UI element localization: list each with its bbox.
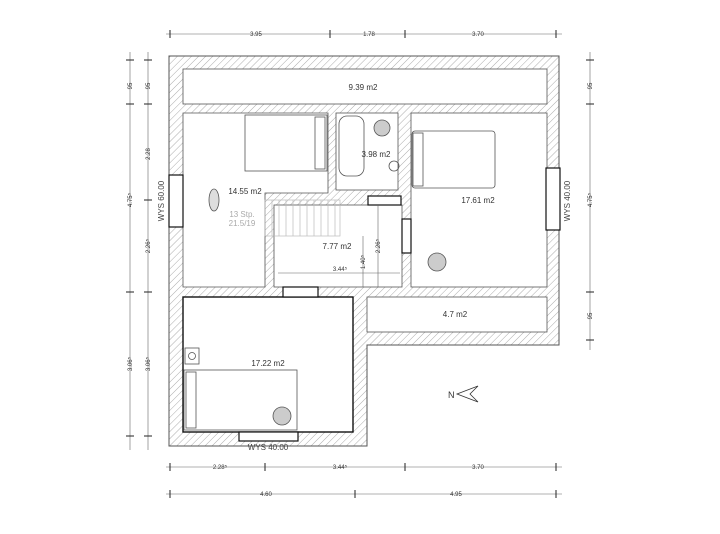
room-area-bathroom: 3.98 m2: [362, 150, 391, 159]
dim-hall-depth: 1.40⁵: [360, 254, 367, 269]
door: [282, 286, 319, 298]
dim-bottom-outer-2: 4.95: [450, 492, 462, 498]
dim-left-inner-4: 3.06⁵: [145, 356, 152, 371]
chair: [208, 188, 220, 212]
room-area-attic: 9.39 m2: [349, 83, 378, 92]
dim-bottom-inner-3: 3.70: [472, 465, 484, 471]
dim-left-inner-1: 95: [146, 82, 152, 89]
window-bottom-label: WYS 40.00: [248, 443, 289, 452]
room-area-storage: 4.7 m2: [443, 310, 468, 319]
stairs-steps: 13 Stp.: [229, 210, 254, 219]
dim-right-3: 95: [588, 312, 594, 319]
dim-left-inner-3: 2.26⁵: [145, 238, 152, 253]
window-left: [168, 174, 184, 228]
dim-left-outer-3: 3.06⁵: [127, 356, 134, 371]
door: [401, 218, 412, 254]
dim-top-2: 1.78: [363, 32, 375, 38]
window-right: [545, 167, 561, 231]
room-bedroom-right: [410, 112, 548, 288]
room-area-bedroom-left: 14.55 m2: [228, 187, 262, 196]
dim-bottom-inner-2: 3.44⁵: [333, 464, 348, 471]
door: [367, 195, 402, 206]
room-bedroom-left: [182, 112, 329, 288]
stairs-ratio: 21.5/19: [229, 219, 256, 228]
dim-left-inner-2: 2.28: [146, 148, 152, 160]
sink: [388, 160, 400, 172]
dim-hall-height: 2.26⁵: [375, 238, 382, 253]
room-storage: [366, 296, 548, 333]
dim-hall-width: 3.44⁵: [333, 266, 348, 273]
window-right-label: WYS 40.00: [563, 180, 572, 221]
dim-top-3: 3.70: [472, 32, 484, 38]
bed: [183, 369, 298, 431]
bed-pillows: [185, 371, 197, 429]
bed: [244, 114, 328, 172]
room-area-bedroom-right: 17.61 m2: [461, 196, 495, 205]
dim-right-2: 4.75⁵: [587, 192, 594, 207]
dim-left-outer-2: 4.75⁵: [127, 192, 134, 207]
window-left-label: WYS 60.00: [157, 180, 166, 221]
bed-pillows: [412, 132, 424, 187]
staircase: [264, 199, 341, 237]
nightstand: [184, 347, 200, 365]
bathtub: [338, 115, 365, 177]
plant: [373, 119, 391, 137]
room-area-hall: 7.77 m2: [323, 242, 352, 251]
room-area-bedroom-bottom: 17.22 m2: [251, 359, 285, 368]
room-hall: [273, 204, 403, 288]
dim-right-1: 95: [588, 82, 594, 89]
dim-bottom-outer-1: 4.60: [260, 492, 272, 498]
dim-left-outer-1: 95: [128, 82, 134, 89]
plant: [272, 406, 292, 426]
dim-bottom-inner-1: 2.28⁵: [213, 464, 228, 471]
window-bottom: [238, 431, 299, 442]
compass-label: N: [448, 390, 455, 400]
room-attic-strip: [182, 68, 548, 105]
plant: [427, 252, 447, 272]
north-arrow-icon: N: [448, 385, 479, 403]
bed-pillows: [314, 116, 326, 170]
dim-top-1: 3.95: [250, 32, 262, 38]
bed: [411, 130, 496, 189]
